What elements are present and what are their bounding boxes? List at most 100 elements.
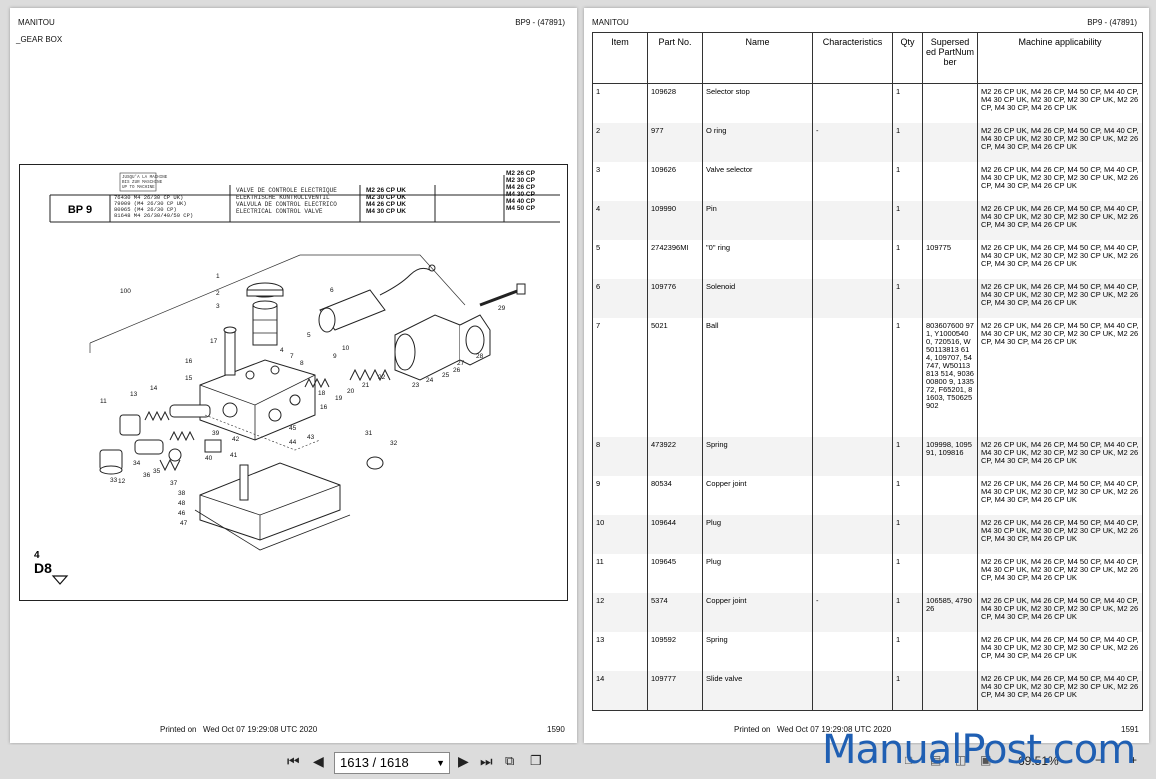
- down-arrow-icon: [51, 575, 69, 585]
- model-uk: M4 30 CP UK: [366, 208, 406, 215]
- callout-31: 31: [365, 430, 373, 437]
- cell-characteristics: [812, 515, 893, 554]
- cell-characteristics: -: [812, 123, 893, 162]
- callout-10: 10: [342, 345, 350, 352]
- cell-part-no: 109777: [647, 671, 703, 711]
- callout-48: 48: [178, 500, 186, 507]
- page-ref: BP9 - (47891): [515, 18, 565, 27]
- cell-item: 10: [592, 515, 648, 554]
- page-number: 1590: [547, 725, 565, 734]
- callout-42: 42: [232, 436, 240, 443]
- printed-date: Wed Oct 07 19:29:08 UTC 2020: [203, 725, 318, 734]
- cell-item: 4: [592, 201, 648, 240]
- cell-part-no: 109628: [647, 83, 703, 123]
- left-page: MANITOU BP9 - (47891) _GEAR BOX BP 9 JUS…: [10, 8, 577, 743]
- callout-29: 29: [498, 305, 506, 312]
- cell-item: 12: [592, 593, 648, 632]
- callout-40: 40: [205, 455, 213, 462]
- cell-superseded: 109998, 109591, 109816: [922, 437, 978, 476]
- cell-part-no: 473922: [647, 437, 703, 476]
- cell-name: Plug: [702, 554, 813, 593]
- stamp-line: JUSQU'A LA MACHINE: [122, 175, 168, 180]
- callout-16: 16: [185, 358, 193, 365]
- col-item: Item: [592, 32, 648, 84]
- copy-icon[interactable]: ❐: [530, 753, 542, 768]
- cell-superseded: 109775: [922, 240, 978, 279]
- stamp-line: BIS ZUR MASCHINE: [122, 181, 163, 185]
- callout-100: 100: [120, 288, 131, 295]
- cell-item: 5: [592, 240, 648, 279]
- diagram-title: VALVE DE CONTROLE ELECTRIQUE: [236, 187, 337, 194]
- callout-7: 7: [290, 353, 294, 360]
- model-uk: M4 26 CP UK: [366, 201, 406, 208]
- callout-45: 45: [289, 425, 297, 432]
- cell-qty: 1: [892, 83, 923, 123]
- cell-part-no: 80534: [647, 476, 703, 515]
- model: M4 40 CP: [506, 198, 536, 205]
- cell-qty: 1: [892, 123, 923, 162]
- page-selector[interactable]: 1613 / 1618 ▼: [334, 752, 450, 774]
- continuous-icon[interactable]: ▤: [930, 753, 942, 767]
- col-name: Name: [702, 32, 813, 84]
- cell-qty: 1: [892, 162, 923, 201]
- callout-13: 13: [130, 391, 138, 398]
- zoom-in-icon[interactable]: +: [1130, 753, 1138, 767]
- cell-item: 6: [592, 279, 648, 318]
- cell-applicability: M2 26 CP UK, M4 26 CP, M4 50 CP, M4 40 C…: [977, 123, 1143, 162]
- cell-part-no: 977: [647, 123, 703, 162]
- watermark-logo: ManualPost.com: [822, 727, 1136, 773]
- zoom-level[interactable]: 69.51%: [1018, 754, 1059, 768]
- first-page-icon[interactable]: ⏮: [287, 753, 300, 769]
- cell-characteristics: [812, 437, 893, 476]
- fit-icon[interactable]: ▣: [980, 753, 992, 767]
- facing-pages-icon[interactable]: ◫: [955, 753, 967, 767]
- cell-item: 13: [592, 632, 648, 671]
- parts-table: Item Part No. Name Characteristics Qty S…: [592, 32, 1143, 711]
- stamp-line: UP TO MACHINE: [122, 186, 155, 190]
- callout-34: 34: [133, 460, 141, 467]
- last-page-icon[interactable]: ⏭: [480, 753, 493, 769]
- cell-part-no: 109990: [647, 201, 703, 240]
- cell-name: "0" ring: [702, 240, 813, 279]
- cell-applicability: M2 26 CP UK, M4 26 CP, M4 50 CP, M4 40 C…: [977, 201, 1143, 240]
- callout-2: 2: [216, 290, 220, 297]
- col-qty: Qty: [892, 32, 923, 84]
- model: M4 50 CP: [506, 205, 536, 212]
- callout-22: 22: [378, 374, 386, 381]
- cell-applicability: M2 26 CP UK, M4 26 CP, M4 50 CP, M4 40 C…: [977, 515, 1143, 554]
- export-icon[interactable]: ⧉: [505, 753, 515, 768]
- next-page-icon[interactable]: ▶: [458, 753, 469, 769]
- chevron-down-icon[interactable]: ▼: [436, 758, 445, 768]
- diagram-title: ELEKTRISCHE KONTROLLVENTIL: [236, 194, 330, 201]
- callout-47: 47: [180, 520, 188, 527]
- callout-4: 4: [280, 347, 284, 354]
- cell-part-no: 109645: [647, 554, 703, 593]
- single-page-icon[interactable]: □: [905, 753, 913, 767]
- prev-page-icon[interactable]: ◀: [313, 753, 324, 769]
- cell-applicability: M2 26 CP UK, M4 26 CP, M4 50 CP, M4 40 C…: [977, 240, 1143, 279]
- zoom-out-icon[interactable]: −: [1095, 753, 1103, 767]
- page-mark-top: 4: [34, 550, 40, 561]
- model: M4 30 CP: [506, 191, 536, 198]
- cell-superseded: 803607600 971, Y10005400, 720516, W50113…: [922, 318, 978, 437]
- callout-43: 43: [307, 434, 315, 441]
- applicability-note: 79909 (M4 26/30 CP UK): [114, 200, 187, 207]
- col-characteristics: Characteristics: [812, 32, 893, 84]
- cell-item: 8: [592, 437, 648, 476]
- cell-applicability: M2 26 CP UK, M4 26 CP, M4 50 CP, M4 40 C…: [977, 671, 1143, 711]
- brand-label: MANITOU: [18, 18, 55, 27]
- cell-item: 3: [592, 162, 648, 201]
- callout-37: 37: [170, 480, 178, 487]
- cell-part-no: 109644: [647, 515, 703, 554]
- callout-38: 38: [178, 490, 186, 497]
